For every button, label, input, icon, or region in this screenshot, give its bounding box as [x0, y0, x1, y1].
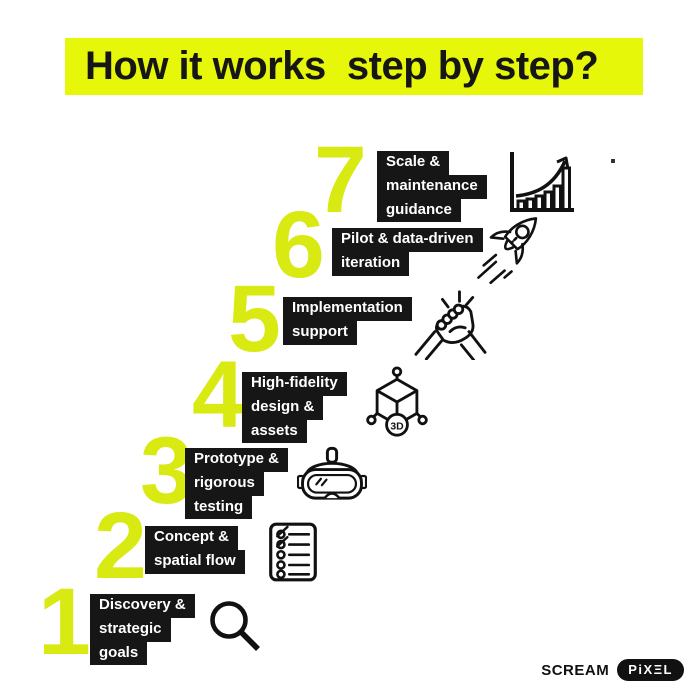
- 3d-cube-icon: 3D: [365, 366, 429, 438]
- step-5-label: Implementation support: [283, 297, 412, 345]
- brand-badge: PiXΞL: [617, 659, 684, 681]
- step-2-label: Concept & spatial flow: [145, 526, 245, 574]
- page-title: How it works step by step?: [85, 44, 599, 88]
- speck-dot: [611, 159, 615, 163]
- magnifier-icon: [205, 597, 263, 655]
- brand-logo: SCREAM PiXΞL: [541, 659, 684, 681]
- step-1-label: Discovery & strategic goals: [90, 594, 195, 666]
- handshake-icon: [408, 288, 492, 360]
- step-3-number: 3: [140, 418, 193, 524]
- step-5-number: 5: [228, 266, 281, 372]
- growth-chart-icon: [506, 150, 576, 216]
- step-7-label: Scale & maintenance guidance: [377, 151, 487, 223]
- title-bar: How it works step by step?: [65, 38, 643, 95]
- step-4-label: High-fidelity design & assets: [242, 372, 347, 444]
- vr-headset-icon: [297, 444, 367, 508]
- svg-text:3D: 3D: [390, 421, 404, 432]
- rocket-icon: [472, 208, 558, 288]
- step-2-number: 2: [94, 493, 147, 599]
- step-3-label: Prototype & rigorous testing: [185, 448, 289, 520]
- step-7-number: 7: [314, 127, 367, 233]
- brand-name: SCREAM: [541, 661, 610, 679]
- step-6-label: Pilot & data-driven iteration: [332, 228, 483, 276]
- checklist-icon: [267, 521, 319, 583]
- step-1-number: 1: [38, 569, 91, 675]
- step-4-number: 4: [192, 342, 245, 448]
- step-6-number: 6: [272, 192, 325, 298]
